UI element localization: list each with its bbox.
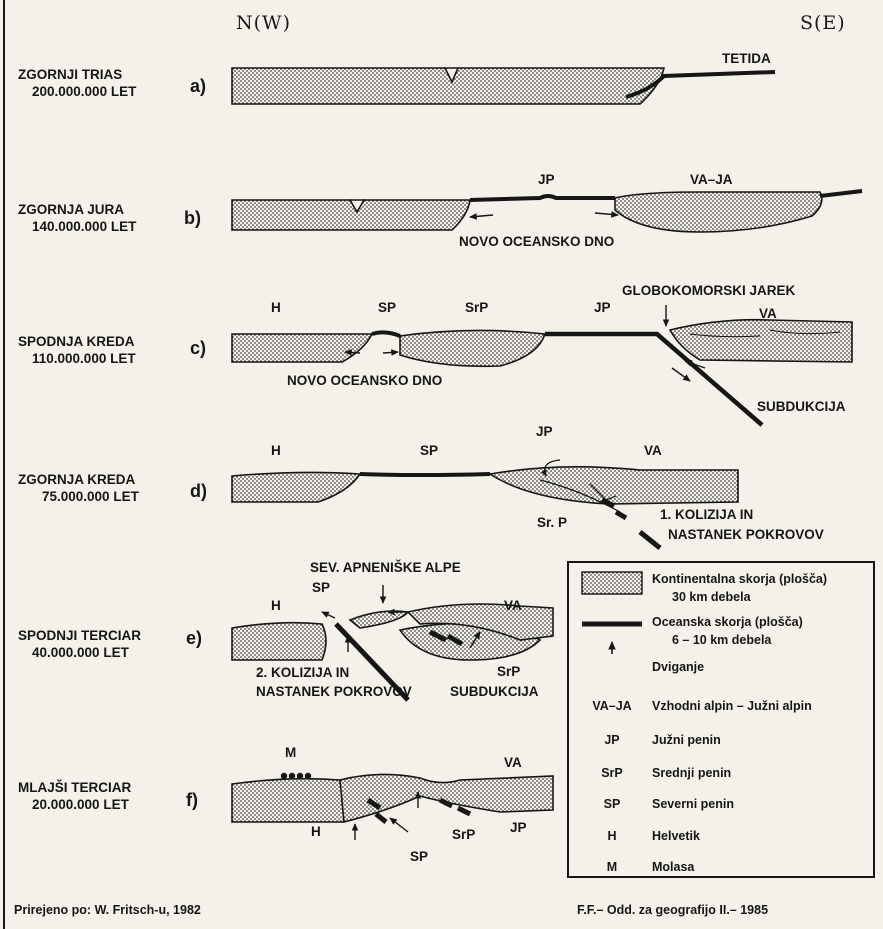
d-collision-label-1: 1. KOLIZIJA IN	[660, 507, 753, 522]
source-credit: Prirejeno po: W. Fritsch-u, 1982	[14, 903, 201, 917]
panel-letter-e: e)	[186, 628, 202, 649]
legend-oceanic-thickness: 6 – 10 km debela	[672, 633, 771, 647]
south-east-label: S(E)	[800, 12, 846, 34]
panel-letter-b: b)	[184, 208, 201, 229]
legend-continental-thickness: 30 km debela	[672, 590, 751, 604]
e-collision-label-1: 2. KOLIZIJA IN	[256, 665, 349, 680]
c-sp-label: SP	[378, 300, 396, 315]
era-age-f: 20.000.000 LET	[18, 796, 131, 813]
d-sp-label: SP	[420, 443, 438, 458]
legend-code-m: M	[580, 860, 644, 874]
c-trench-label: GLOBOKOMORSKI JAREK	[622, 283, 795, 298]
c-va-label: VA	[759, 306, 777, 321]
f-srp-label: SrP	[452, 827, 475, 842]
panel-b-crust	[232, 191, 862, 232]
legend-oceanic-label: Oceanska skorja (plošča)	[652, 615, 803, 629]
legend-text-m: Molasa	[652, 860, 694, 874]
era-label-c: SPODNJA KREDA 110.000.000 LET	[18, 333, 136, 367]
c-subduction-label: SUBDUKCIJA	[757, 399, 846, 414]
author-credit: F.F.– Odd. za geografijo II.– 1985	[577, 903, 768, 917]
era-name-c: SPODNJA KREDA	[18, 333, 136, 350]
north-west-label: N(W)	[236, 12, 291, 34]
d-srp-label: Sr. P	[537, 515, 567, 530]
legend-code-vaja: VA–JA	[580, 699, 644, 713]
b-new-ocean-floor-label: NOVO OCEANSKO DNO	[459, 234, 614, 249]
era-label-e: SPODNJI TERCIAR 40.000.000 LET	[18, 627, 141, 661]
legend-code-jp: JP	[580, 733, 644, 747]
panel-letter-f: f)	[186, 790, 198, 811]
legend-code-h: H	[580, 829, 644, 843]
c-jp-label: JP	[594, 300, 611, 315]
legend-uplift-label: Dviganje	[652, 660, 704, 674]
era-age-e: 40.000.000 LET	[18, 644, 141, 661]
panel-letter-c: c)	[190, 338, 206, 359]
era-label-b: ZGORNJA JURA 140.000.000 LET	[18, 201, 136, 235]
legend-text-sp: Severni penin	[652, 797, 734, 811]
legend-text-srp: Srednji penin	[652, 766, 731, 780]
e-va-label: VA	[504, 598, 522, 613]
e-sp-label: SP	[312, 580, 330, 595]
d-h-label: H	[271, 443, 281, 458]
era-label-f: MLAJŠI TERCIAR 20.000.000 LET	[18, 779, 131, 813]
f-va-label: VA	[504, 755, 522, 770]
e-collision-label-2: NASTANEK POKROVOV	[256, 684, 412, 699]
c-srp-label: SrP	[465, 300, 488, 315]
panel-letter-d: d)	[190, 481, 207, 502]
f-h-label: H	[311, 824, 321, 839]
legend-code-sp: SP	[580, 797, 644, 811]
new-ocean-floor-b	[470, 196, 615, 200]
c-new-ocean-floor-label: NOVO OCEANSKO DNO	[287, 373, 442, 388]
era-label-d: ZGORNJA KREDA 75.000.000 LET	[18, 471, 139, 505]
legend-text-jp: Južni penin	[652, 733, 721, 747]
d-va-label: VA	[644, 443, 662, 458]
nappe-legend-mark	[640, 532, 660, 548]
f-m-label: M	[285, 745, 296, 760]
panel-letter-a: a)	[190, 76, 206, 97]
f-jp-label: JP	[510, 820, 527, 835]
e-subduction-label: SUBDUKCIJA	[450, 684, 539, 699]
era-name-e: SPODNJI TERCIAR	[18, 627, 141, 644]
e-northern-limestone-alps-label: SEV. APNENIŠKE ALPE	[310, 560, 461, 575]
panel-f-crust	[232, 774, 553, 840]
era-age-a: 200.000.000 LET	[18, 83, 136, 100]
panel-a-crust	[232, 68, 775, 104]
era-name-f: MLAJŠI TERCIAR	[18, 779, 131, 796]
era-name-b: ZGORNJA JURA	[18, 201, 136, 218]
e-h-label: H	[271, 598, 281, 613]
panel-d-crust	[232, 460, 738, 548]
legend-text-vaja: Vzhodni alpin – Južni alpin	[652, 699, 812, 713]
b-jp-label: JP	[538, 172, 555, 187]
e-srp-label: SrP	[497, 664, 520, 679]
era-name-d: ZGORNJA KREDA	[18, 471, 139, 488]
f-sp-label: SP	[410, 849, 428, 864]
c-h-label: H	[271, 300, 281, 315]
era-age-d: 75.000.000 LET	[18, 488, 139, 505]
b-vaja-label: VA–JA	[690, 172, 733, 187]
legend-text-h: Helvetik	[652, 829, 700, 843]
tethys-label: TETIDA	[722, 51, 771, 66]
legend-code-srp: SrP	[580, 766, 644, 780]
legend-continental-label: Kontinentalna skorja (plošča)	[652, 572, 827, 586]
d-collision-label-2: NASTANEK POKROVOV	[668, 527, 824, 542]
era-label-a: ZGORNJI TRIAS 200.000.000 LET	[18, 66, 136, 100]
era-name-a: ZGORNJI TRIAS	[18, 66, 136, 83]
era-age-b: 140.000.000 LET	[18, 218, 136, 235]
era-age-c: 110.000.000 LET	[18, 350, 136, 367]
d-jp-label: JP	[536, 424, 553, 439]
